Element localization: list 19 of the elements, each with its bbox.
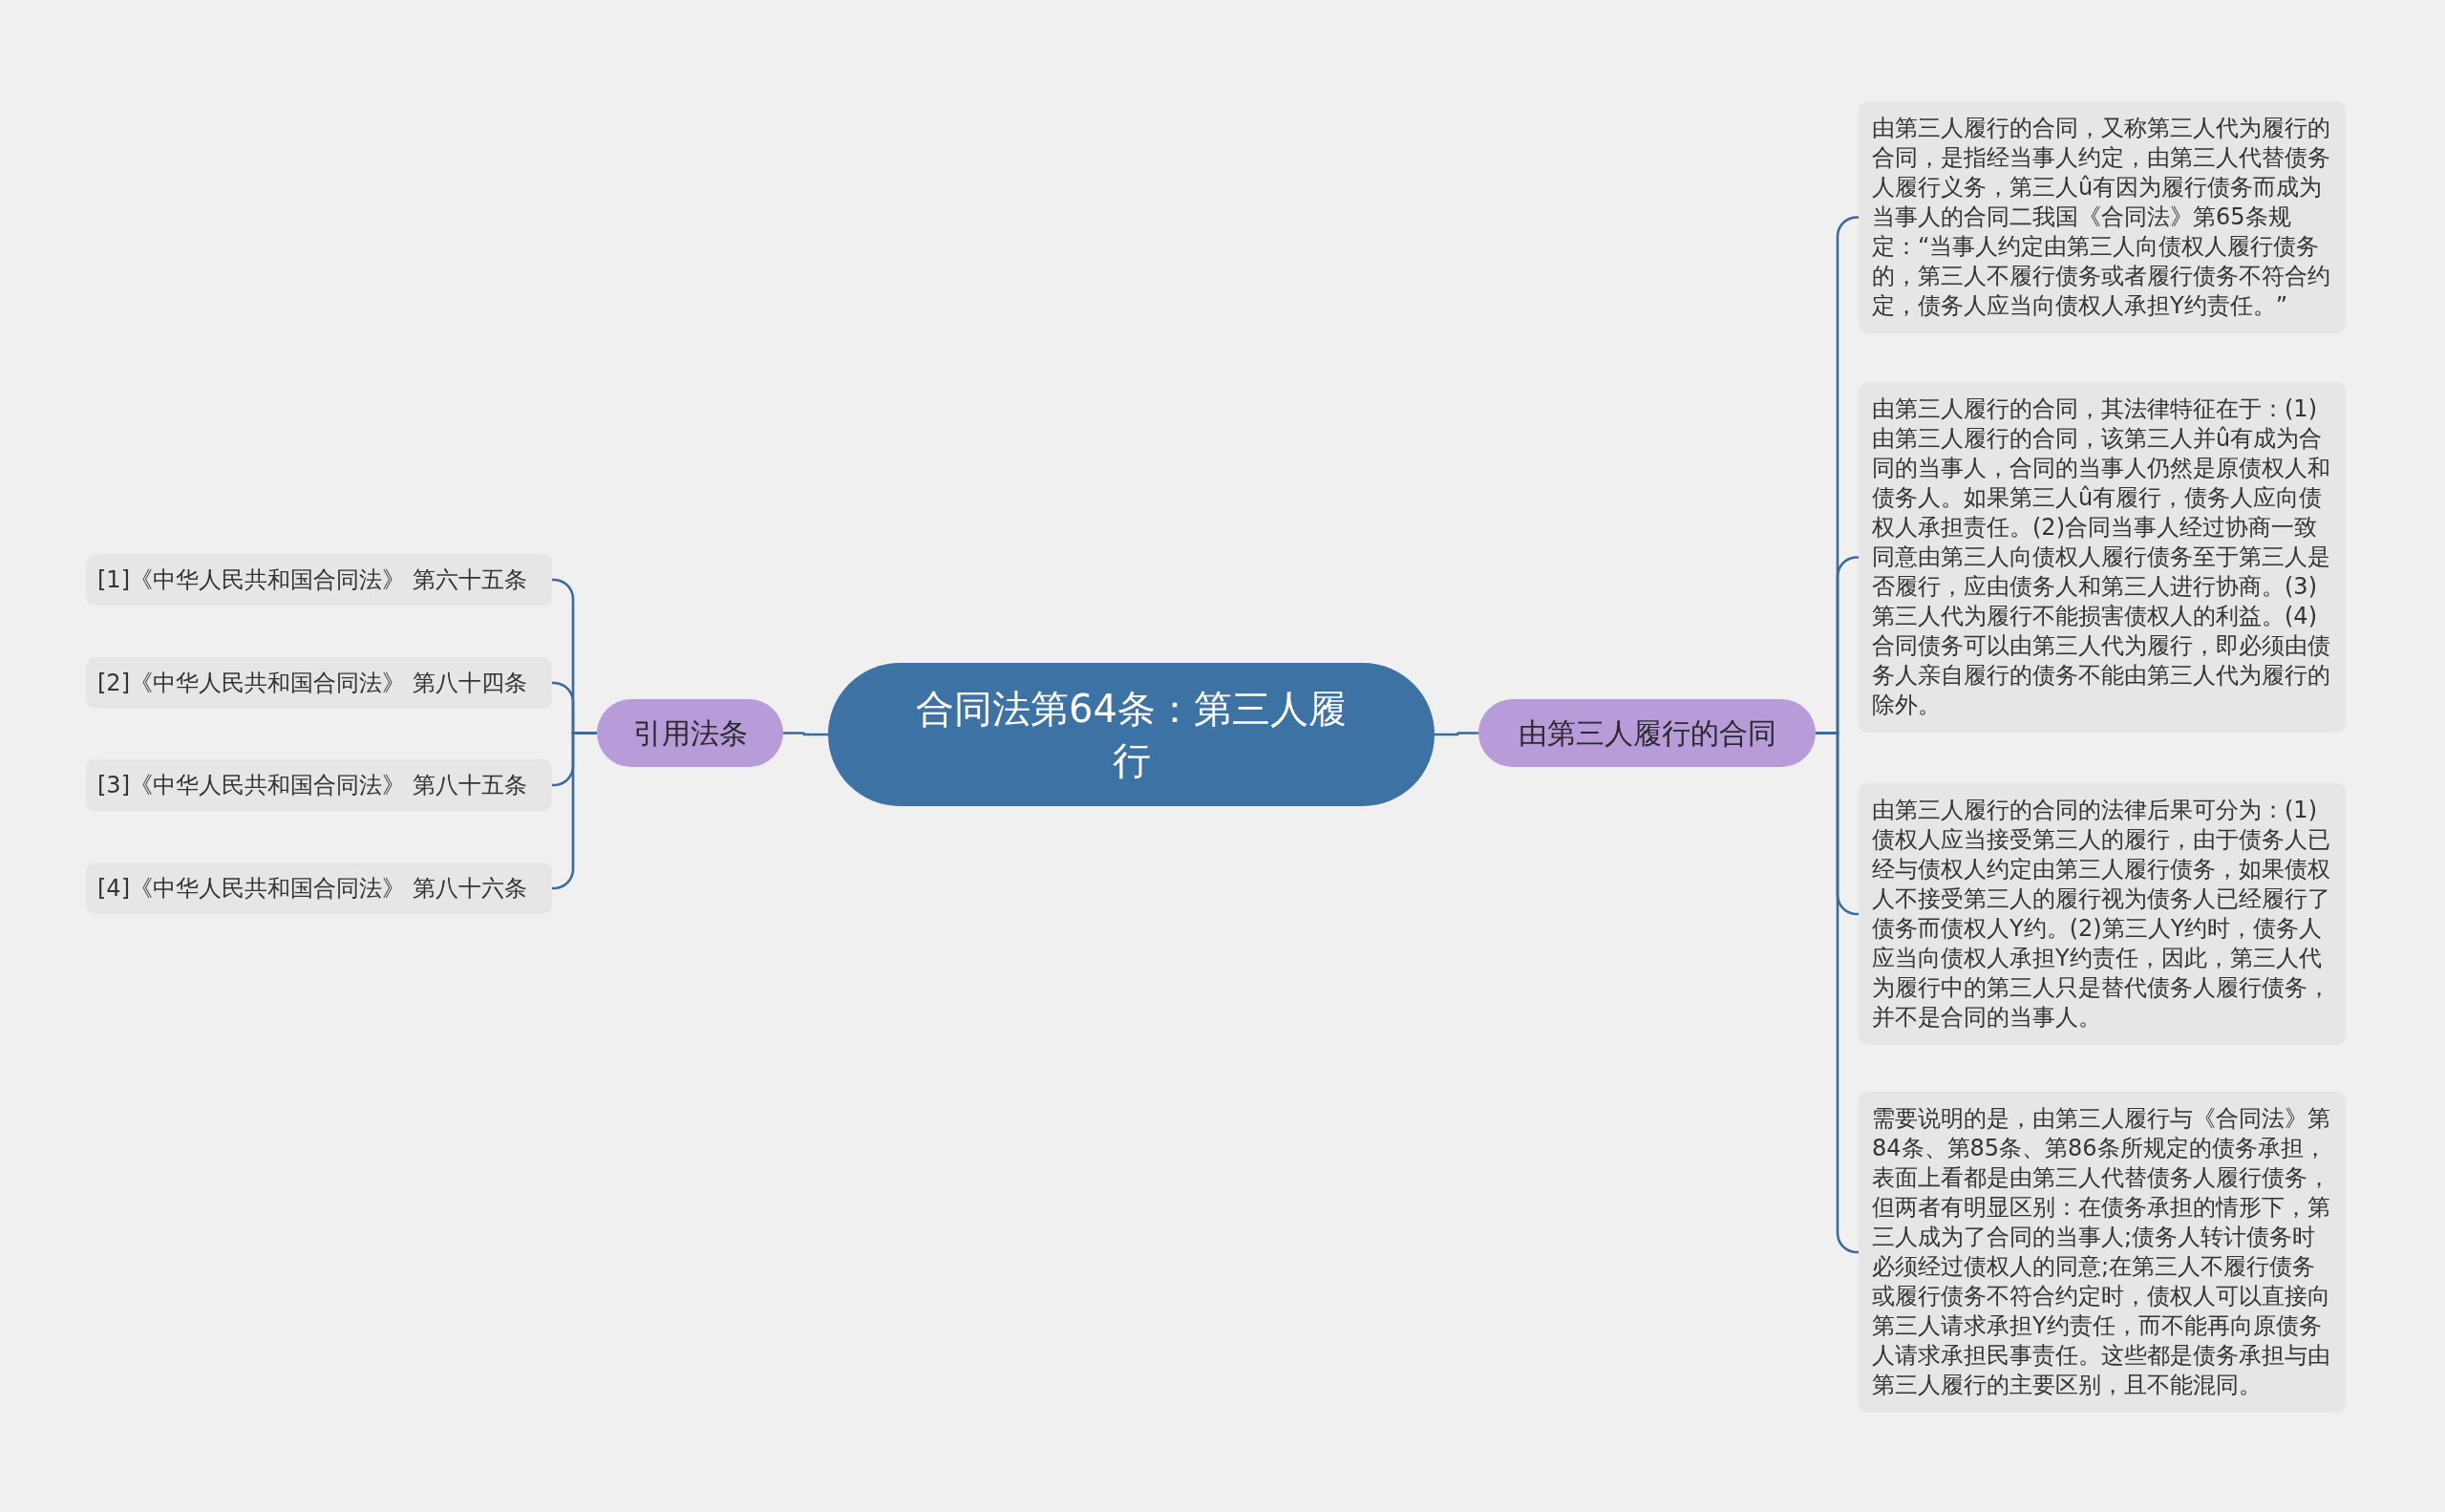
reference-text: [4]《中华人民共和国合同法》 第八十六条 bbox=[97, 874, 527, 904]
note-text: 由第三人履行的合同，又称第三人代为履行的合同，是指经当事人约定，由第三人代替债务人履行义务，第三人û有因为履行债务而成为当事人的合同二我国《合同法》第65条规定：“当事人约定由第三人向债权人履行债务的，第三人不履行债务或者履行债务不符合约定，债务人应当向债权人承担Y约责任。” bbox=[1872, 114, 2331, 321]
branch-topic-text: 引用法条 bbox=[632, 714, 748, 752]
connector-line bbox=[1435, 732, 1478, 736]
branch-topic-text: 由第三人履行的合同 bbox=[1518, 714, 1776, 752]
note-text: 需要说明的是，由第三人履行与《合同法》第84条、第85条、第86条所规定的债务承担，表面上看都是由第三人代替债务人履行债务，但两者有明显区别：在债务承担的情形下，第三人成为了合同的当事人;债务人转计债务时必须经过债权人的同意;在第三人不履行债务或履行债务不符合约定时，债权人可以直接向第三人请求承担Y约责任，而不能再向原债务人请求承担民事责任。这些都是债务承担与由第三人履行的主要区别，且不能混同。 bbox=[1872, 1104, 2331, 1400]
reference-text: [3]《中华人民共和国合同法》 第八十五条 bbox=[97, 771, 527, 800]
reference-card bbox=[86, 554, 552, 606]
note-card bbox=[1859, 101, 2346, 333]
central-topic-text: 合同法第64条：第三人履行 bbox=[915, 686, 1348, 784]
note-text: 由第三人履行的合同的法律后果可分为：(1)债权人应当接受第三人的履行，由于债务人已经与债权人约定由第三人履行债务，如果债权人不接受第三人的履行视为债务人已经履行了债务而债权人Y约。(2)第三人Y约时，债务人应当向债权人承担Y约责任，因此，第三人代为履行中的第三人只是替代债务人履行债务，并不是合同的当事人。 bbox=[1872, 796, 2331, 1033]
connector-line bbox=[551, 732, 597, 890]
note-text: 由第三人履行的合同，其法律特征在于：(1)由第三人履行的合同，该第三人并û有成为合同的当事人，合同的当事人仍然是原债权人和债务人。如果第三人û有履行，债务人应向债权人承担责任。(2)合同当事人经过协商一致同意由第三人向债权人履行债务至于第三人是否履行，应由债务人和第三人进行协商。(3)第三人代为履行不能损害债权人的利益。(4)合同债务可以由第三人代为履行，即必须由债务人亲自履行的债务不能由第三人代为履行的除外。 bbox=[1872, 394, 2331, 720]
reference-text: [1]《中华人民共和国合同法》 第六十五条 bbox=[97, 565, 527, 595]
reference-card bbox=[86, 657, 552, 709]
reference-card bbox=[86, 862, 552, 914]
connector-line bbox=[783, 732, 828, 736]
reference-text: [2]《中华人民共和国合同法》 第八十四条 bbox=[97, 669, 527, 698]
reference-card bbox=[86, 759, 552, 811]
